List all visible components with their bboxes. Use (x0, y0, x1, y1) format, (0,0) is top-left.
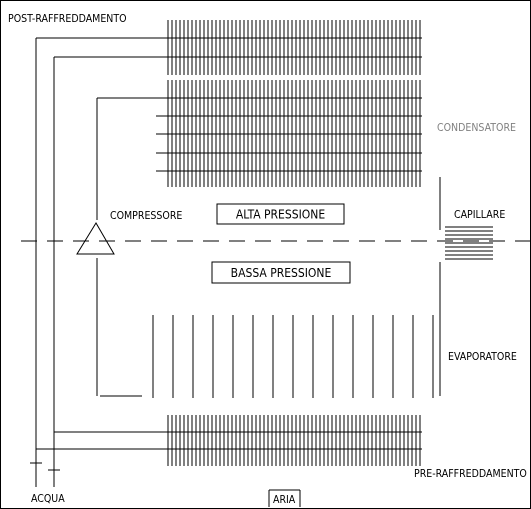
label-compressore: COMPRESSORE (110, 210, 182, 222)
label-evaporatore: EVAPORATORE (448, 351, 517, 363)
evaporator-plates (152, 315, 434, 398)
condenser-fins (167, 80, 421, 187)
label-condensatore: CONDENSATORE (437, 122, 516, 134)
post-cooling-pipes (166, 37, 422, 58)
label-post-raffreddamento: POST-RAFFREDDAMENTO (8, 13, 127, 25)
label-capillare: CAPILLARE (454, 209, 505, 221)
label-aria: ARIA (273, 494, 296, 506)
compressor-icon (76, 222, 115, 255)
aria-marker (268, 489, 301, 507)
refrigerant-pipes (96, 98, 441, 397)
label-alta-pressione: ALTA PRESSIONE (236, 208, 326, 222)
alta-pressione-box (216, 203, 345, 225)
capillary-coil (445, 226, 493, 260)
water-pipes (30, 37, 166, 487)
bassa-pressione-box (211, 261, 351, 284)
pre-cooling-fins (167, 415, 421, 466)
post-cooling-fins (167, 20, 421, 75)
label-acqua: ACQUA (31, 493, 65, 505)
label-bassa-pressione: BASSA PRESSIONE (231, 266, 332, 280)
pre-cooling-pipes (166, 431, 422, 450)
label-pre-raffreddamento: PRE-RAFFREDDAMENTO (414, 468, 527, 480)
